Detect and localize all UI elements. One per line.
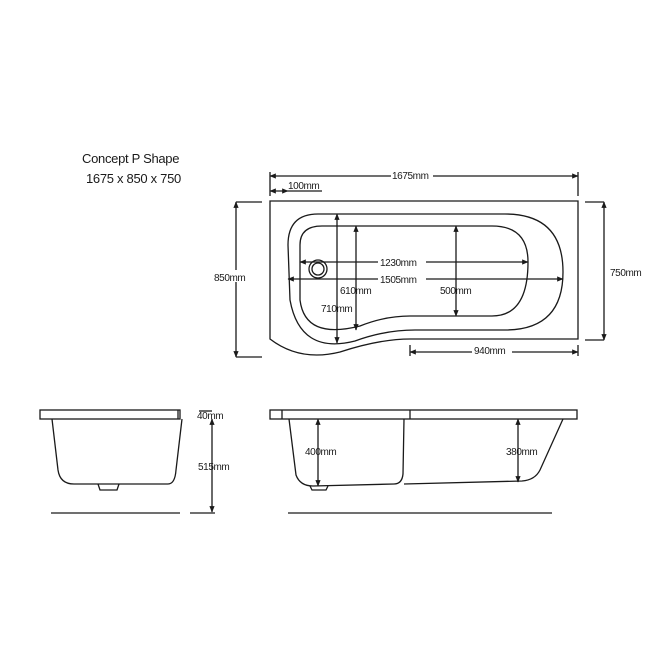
end-elevation	[39, 409, 215, 514]
label-narrow-width: 750mm	[610, 268, 641, 279]
dimension-labels: 1675mm 100mm 850mm 750mm 1230mm 1505mm 6…	[197, 169, 648, 473]
label-overall-height: 515mm	[198, 462, 229, 473]
label-rim-thickness: 40mm	[197, 411, 223, 422]
side-elevation	[269, 409, 578, 514]
label-overall-width: 850mm	[214, 273, 245, 284]
product-name: Concept P Shape	[82, 151, 180, 166]
plan-view	[233, 172, 607, 358]
label-inner-width-shower: 610mm	[340, 286, 371, 297]
label-depth-shower: 400mm	[305, 447, 336, 458]
label-inner-width-narrow: 500mm	[440, 286, 471, 297]
outer-bowl	[287, 213, 564, 345]
product-size: 1675 x 850 x 750	[86, 171, 181, 186]
label-outer-length: 1505mm	[380, 275, 417, 286]
label-inner-length: 1230mm	[380, 258, 417, 269]
waste-outlet	[308, 259, 328, 279]
label-depth-narrow: 380mm	[506, 447, 537, 458]
label-ledge-offset: 100mm	[288, 181, 319, 192]
plan-outline	[269, 200, 579, 356]
label-straight-length: 940mm	[474, 346, 505, 357]
inner-bowl	[299, 225, 529, 331]
label-overall-length: 1675mm	[392, 171, 429, 182]
label-outer-width-shower: 710mm	[321, 304, 352, 315]
